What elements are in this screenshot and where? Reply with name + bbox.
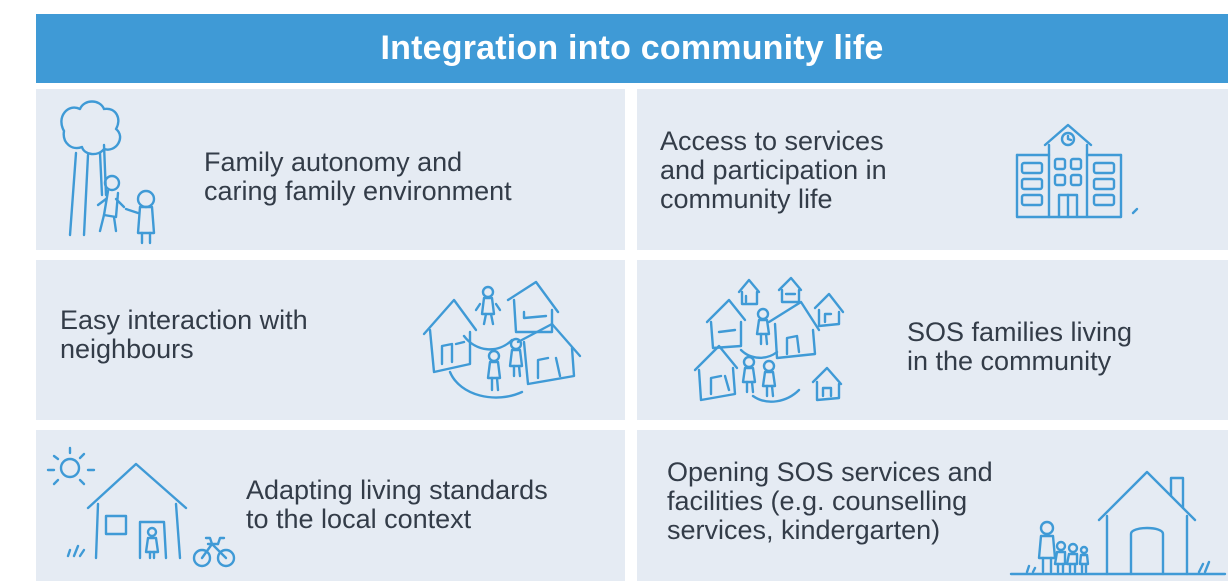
item-label: Adapting living standards to the local c… [246,475,548,534]
community-houses-icon [693,276,845,403]
family-tree-swing-icon [60,100,156,245]
house-sun-bicycle-icon [46,446,236,568]
page-title: Integration into community life [36,14,1228,83]
item-label: Easy interaction with neighbours [60,305,308,364]
item-easy-interaction: Easy interaction with neighbours [36,260,625,420]
item-sos-families: SOS families living in the community [637,260,1228,420]
public-building-icon [1015,123,1139,219]
item-label: Access to services and participation in … [660,126,887,214]
item-family-autonomy: Family autonomy and caring family enviro… [36,89,625,250]
item-label: SOS families living in the community [907,317,1133,376]
item-access-services: Access to services and participation in … [637,89,1228,250]
sos-facility-house-icon [1009,470,1227,576]
item-living-standards: Adapting living standards to the local c… [36,430,625,581]
neighbour-houses-icon [422,280,582,399]
item-label: Family autonomy and caring family enviro… [204,147,512,206]
item-sos-services: Opening SOS services and facilities (e.g… [637,430,1228,581]
item-label: Opening SOS services and facilities (e.g… [667,457,993,545]
